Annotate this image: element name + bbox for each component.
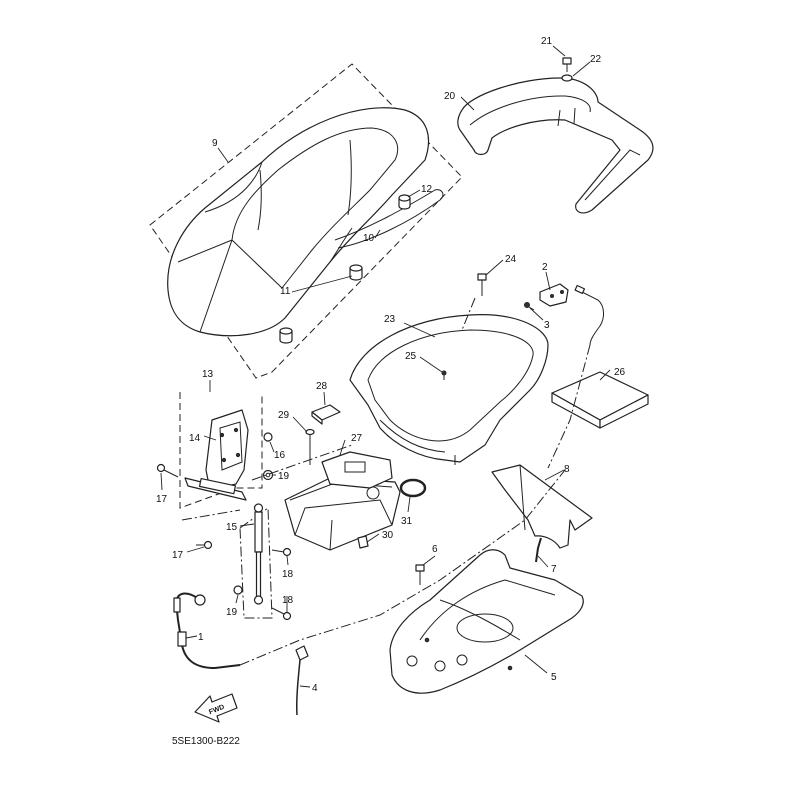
callout-1: 1 xyxy=(198,632,204,643)
callout-20: 20 xyxy=(444,91,456,102)
callout-16: 16 xyxy=(274,450,286,461)
callout-26: 26 xyxy=(614,367,626,378)
callout-21: 21 xyxy=(541,36,553,47)
nut-16-part xyxy=(263,432,273,442)
seat-base-part xyxy=(334,189,444,249)
hinge-14-part xyxy=(184,409,249,501)
bolt-21-part xyxy=(562,57,572,72)
callout-10: 10 xyxy=(363,233,375,244)
connect-line-d xyxy=(547,344,591,469)
callout-22: 22 xyxy=(590,54,602,65)
diagram-code: 5SE1300-B222 xyxy=(172,736,240,747)
tool-box-part xyxy=(284,451,401,551)
seat-lock-part xyxy=(539,283,569,307)
fwd-arrow-icon: FWD xyxy=(194,693,238,723)
callout-28: 28 xyxy=(316,381,328,392)
callout-18a: 18 xyxy=(282,569,294,580)
washer-22-part xyxy=(561,74,573,82)
callout-24: 24 xyxy=(505,254,517,265)
connect-line-b xyxy=(181,509,241,521)
storage-trunk-part xyxy=(349,314,549,465)
connect-line-c xyxy=(239,469,566,666)
cable-1-part xyxy=(173,592,241,670)
damper-15-part xyxy=(253,503,264,605)
callout-23: 23 xyxy=(384,314,396,325)
seat-part xyxy=(167,107,430,337)
mat-26-part xyxy=(551,371,649,429)
nut-19b-part xyxy=(233,585,243,595)
screw-29-part xyxy=(305,428,315,465)
callout-14: 14 xyxy=(189,433,201,444)
seat-group-outline xyxy=(149,63,463,379)
callout-6: 6 xyxy=(432,544,438,555)
callout-4: 4 xyxy=(312,683,318,694)
footrest-body-part xyxy=(389,549,584,694)
callout-8: 8 xyxy=(564,464,570,475)
callout-25: 25 xyxy=(405,351,417,362)
connect-line-e xyxy=(461,297,476,331)
hinge-group-outline xyxy=(179,392,263,509)
callout-9: 9 xyxy=(212,138,218,149)
cover-8-part xyxy=(491,464,593,549)
bolt-18a-part xyxy=(271,547,292,557)
callout-30: 30 xyxy=(382,530,394,541)
callout-2: 2 xyxy=(542,262,548,273)
bolt-17b-part xyxy=(196,540,213,550)
damper-11b-part xyxy=(279,327,293,344)
lock-cable-part xyxy=(577,289,604,346)
grab-bar-part xyxy=(457,77,654,214)
callout-27: 27 xyxy=(351,433,363,444)
callout-18b: 18 xyxy=(282,595,294,606)
bolt-6-part xyxy=(415,564,425,585)
bolt-17a-part xyxy=(156,463,179,478)
label-28-part xyxy=(311,404,341,425)
callout-19a: 19 xyxy=(278,471,290,482)
callout-13: 13 xyxy=(202,369,214,380)
bolt-24-part xyxy=(477,273,487,296)
band-4-part xyxy=(295,645,309,716)
callout-11: 11 xyxy=(280,286,291,297)
callout-31: 31 xyxy=(401,516,413,527)
callout-17b: 17 xyxy=(172,550,184,561)
callout-17a: 17 xyxy=(156,494,168,505)
nut-19a-part xyxy=(262,469,274,481)
screw-3-part xyxy=(524,302,535,311)
damper-12-part xyxy=(398,194,411,210)
bolt-18b-part xyxy=(271,607,292,621)
clip-30-part xyxy=(357,535,369,549)
callout-7: 7 xyxy=(551,564,557,575)
callout-5: 5 xyxy=(551,672,557,683)
callout-29: 29 xyxy=(278,410,290,421)
damper-11-part xyxy=(349,264,363,281)
callout-15: 15 xyxy=(226,522,238,533)
oring-31-part xyxy=(399,478,427,498)
callout-19b: 19 xyxy=(226,607,238,618)
callout-12: 12 xyxy=(421,184,433,195)
pipe-7-part xyxy=(535,537,542,563)
callout-3: 3 xyxy=(544,320,550,331)
screw-25-part xyxy=(441,370,447,380)
